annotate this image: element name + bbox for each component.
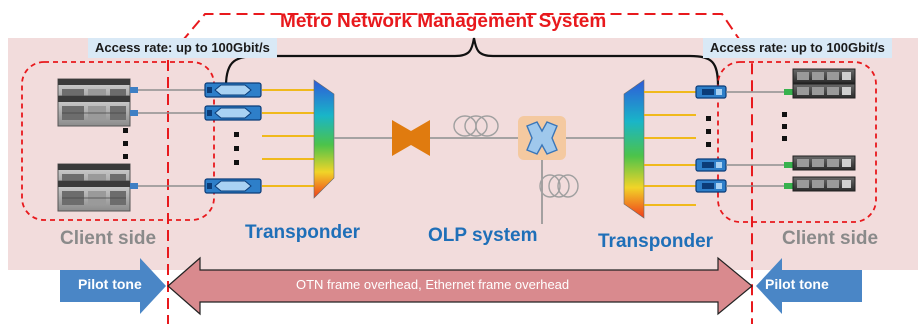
fiber-coil-icon: [453, 115, 499, 137]
access-rate-label-left: Access rate: up to 100Gbit/s: [88, 38, 277, 58]
pilot-tone-label-right: Pilot tone: [765, 276, 829, 292]
client-side-box-right: [717, 61, 877, 223]
multiplexer-icon: [313, 79, 335, 199]
amplifier-icon: [392, 120, 430, 156]
background-band: [8, 38, 918, 270]
left-client-links: [136, 89, 205, 187]
pilot-tone-arrow-right: [756, 258, 862, 314]
access-rate-label-right: Access rate: up to 100Gbit/s: [703, 38, 892, 58]
server-icon: [57, 78, 131, 127]
right-wavelength-lanes: [644, 91, 696, 206]
multiplexer-icon: [623, 79, 645, 219]
right-client-links: [726, 91, 790, 187]
client-side-label-right: Client side: [782, 228, 879, 249]
overhead-double-arrow: [167, 256, 753, 316]
diagram-title: Metro Network Management System: [280, 11, 607, 32]
client-side-box-left: [21, 61, 215, 221]
vertical-ellipsis-right-servers: [782, 112, 787, 141]
client-side-label-left: Client side: [60, 228, 157, 249]
fiber-coil-icon: [539, 174, 579, 198]
olp-system-label: OLP system: [428, 225, 538, 246]
vertical-ellipsis-right-transponder: [706, 116, 711, 147]
pilot-tone-label-left: Pilot tone: [78, 276, 142, 292]
vertical-ellipsis-left-servers: [123, 128, 128, 159]
pilot-tone-arrow-left: [60, 258, 166, 314]
optical-switch-icon: [518, 116, 566, 160]
vertical-ellipsis-left-transponder: [234, 132, 239, 165]
server-icon: [792, 68, 856, 99]
transponder-label-right: Transponder: [598, 231, 714, 252]
transponder-label-left: Transponder: [245, 222, 361, 243]
management-system-boundary: [167, 13, 753, 324]
server-icon: [57, 163, 131, 212]
overhead-label: OTN frame overhead, Ethernet frame overh…: [296, 277, 570, 292]
left-wavelength-lanes: [262, 89, 314, 187]
